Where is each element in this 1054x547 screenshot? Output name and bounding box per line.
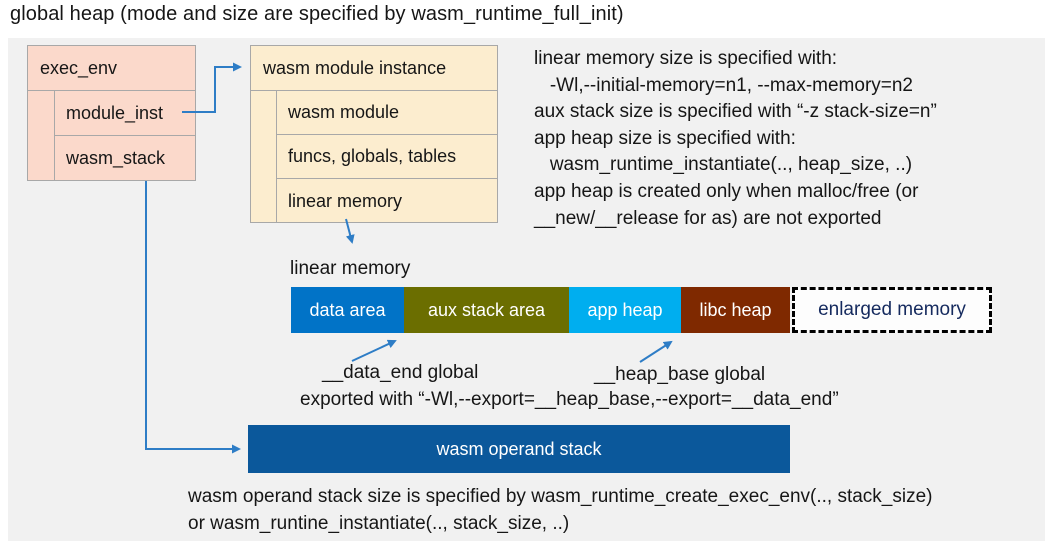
note-line: wasm_runtime_instantiate(.., heap_size, …: [534, 154, 913, 176]
module-instance-row-wasm-module: wasm module: [276, 91, 497, 135]
note-line: __new/__release for as) are not exported: [534, 207, 882, 229]
memory-segment-app-heap: app heap: [569, 287, 681, 333]
data-end-annotation: __data_end global: [322, 362, 479, 383]
exec-env-row-wasm-stack: wasm_stack: [54, 136, 195, 181]
note-line: app heap is created only when malloc/fre…: [534, 180, 919, 202]
export-annotation: exported with “-Wl,--export=__heap_base,…: [300, 389, 839, 410]
note-line: wasm operand stack size is specified by …: [188, 486, 933, 507]
linear-memory-bar: data area aux stack area app heap libc h…: [291, 287, 790, 333]
exec-env-row-module-inst: module_inst: [54, 91, 195, 136]
memory-segment-libc-heap: libc heap: [681, 287, 790, 333]
linear-memory-label: linear memory: [290, 258, 411, 279]
module-instance-row-funcs-globals-tables: funcs, globals, tables: [276, 135, 497, 179]
note-line: aux stack size is specified with “-z sta…: [534, 101, 937, 123]
module-instance-header: wasm module instance: [251, 46, 497, 91]
memory-segment-data-area: data area: [291, 287, 404, 333]
memory-segment-aux-stack-area: aux stack area: [404, 287, 569, 333]
operand-stack-box: wasm operand stack: [248, 425, 790, 473]
module-instance-box: wasm module instance wasm module funcs, …: [250, 45, 498, 223]
heap-base-annotation: __heap_base global: [594, 364, 766, 385]
notes-bottom: wasm operand stack size is specified by …: [188, 483, 933, 537]
note-line: app heap size is specified with:: [534, 127, 796, 149]
notes-right: linear memory size is specified with: -W…: [534, 46, 937, 232]
enlarged-memory-box: enlarged memory: [792, 287, 992, 333]
page-title: global heap (mode and size are specified…: [10, 3, 624, 25]
module-instance-row-linear-memory: linear memory: [276, 179, 497, 223]
exec-env-header: exec_env: [28, 46, 195, 91]
note-line: or wasm_runtine_instantiate(.., stack_si…: [188, 513, 570, 534]
exec-env-box: exec_env module_inst wasm_stack: [27, 45, 196, 181]
note-line: linear memory size is specified with:: [534, 48, 838, 69]
note-line: -Wl,--initial-memory=n1, --max-memory=n2: [534, 74, 913, 96]
